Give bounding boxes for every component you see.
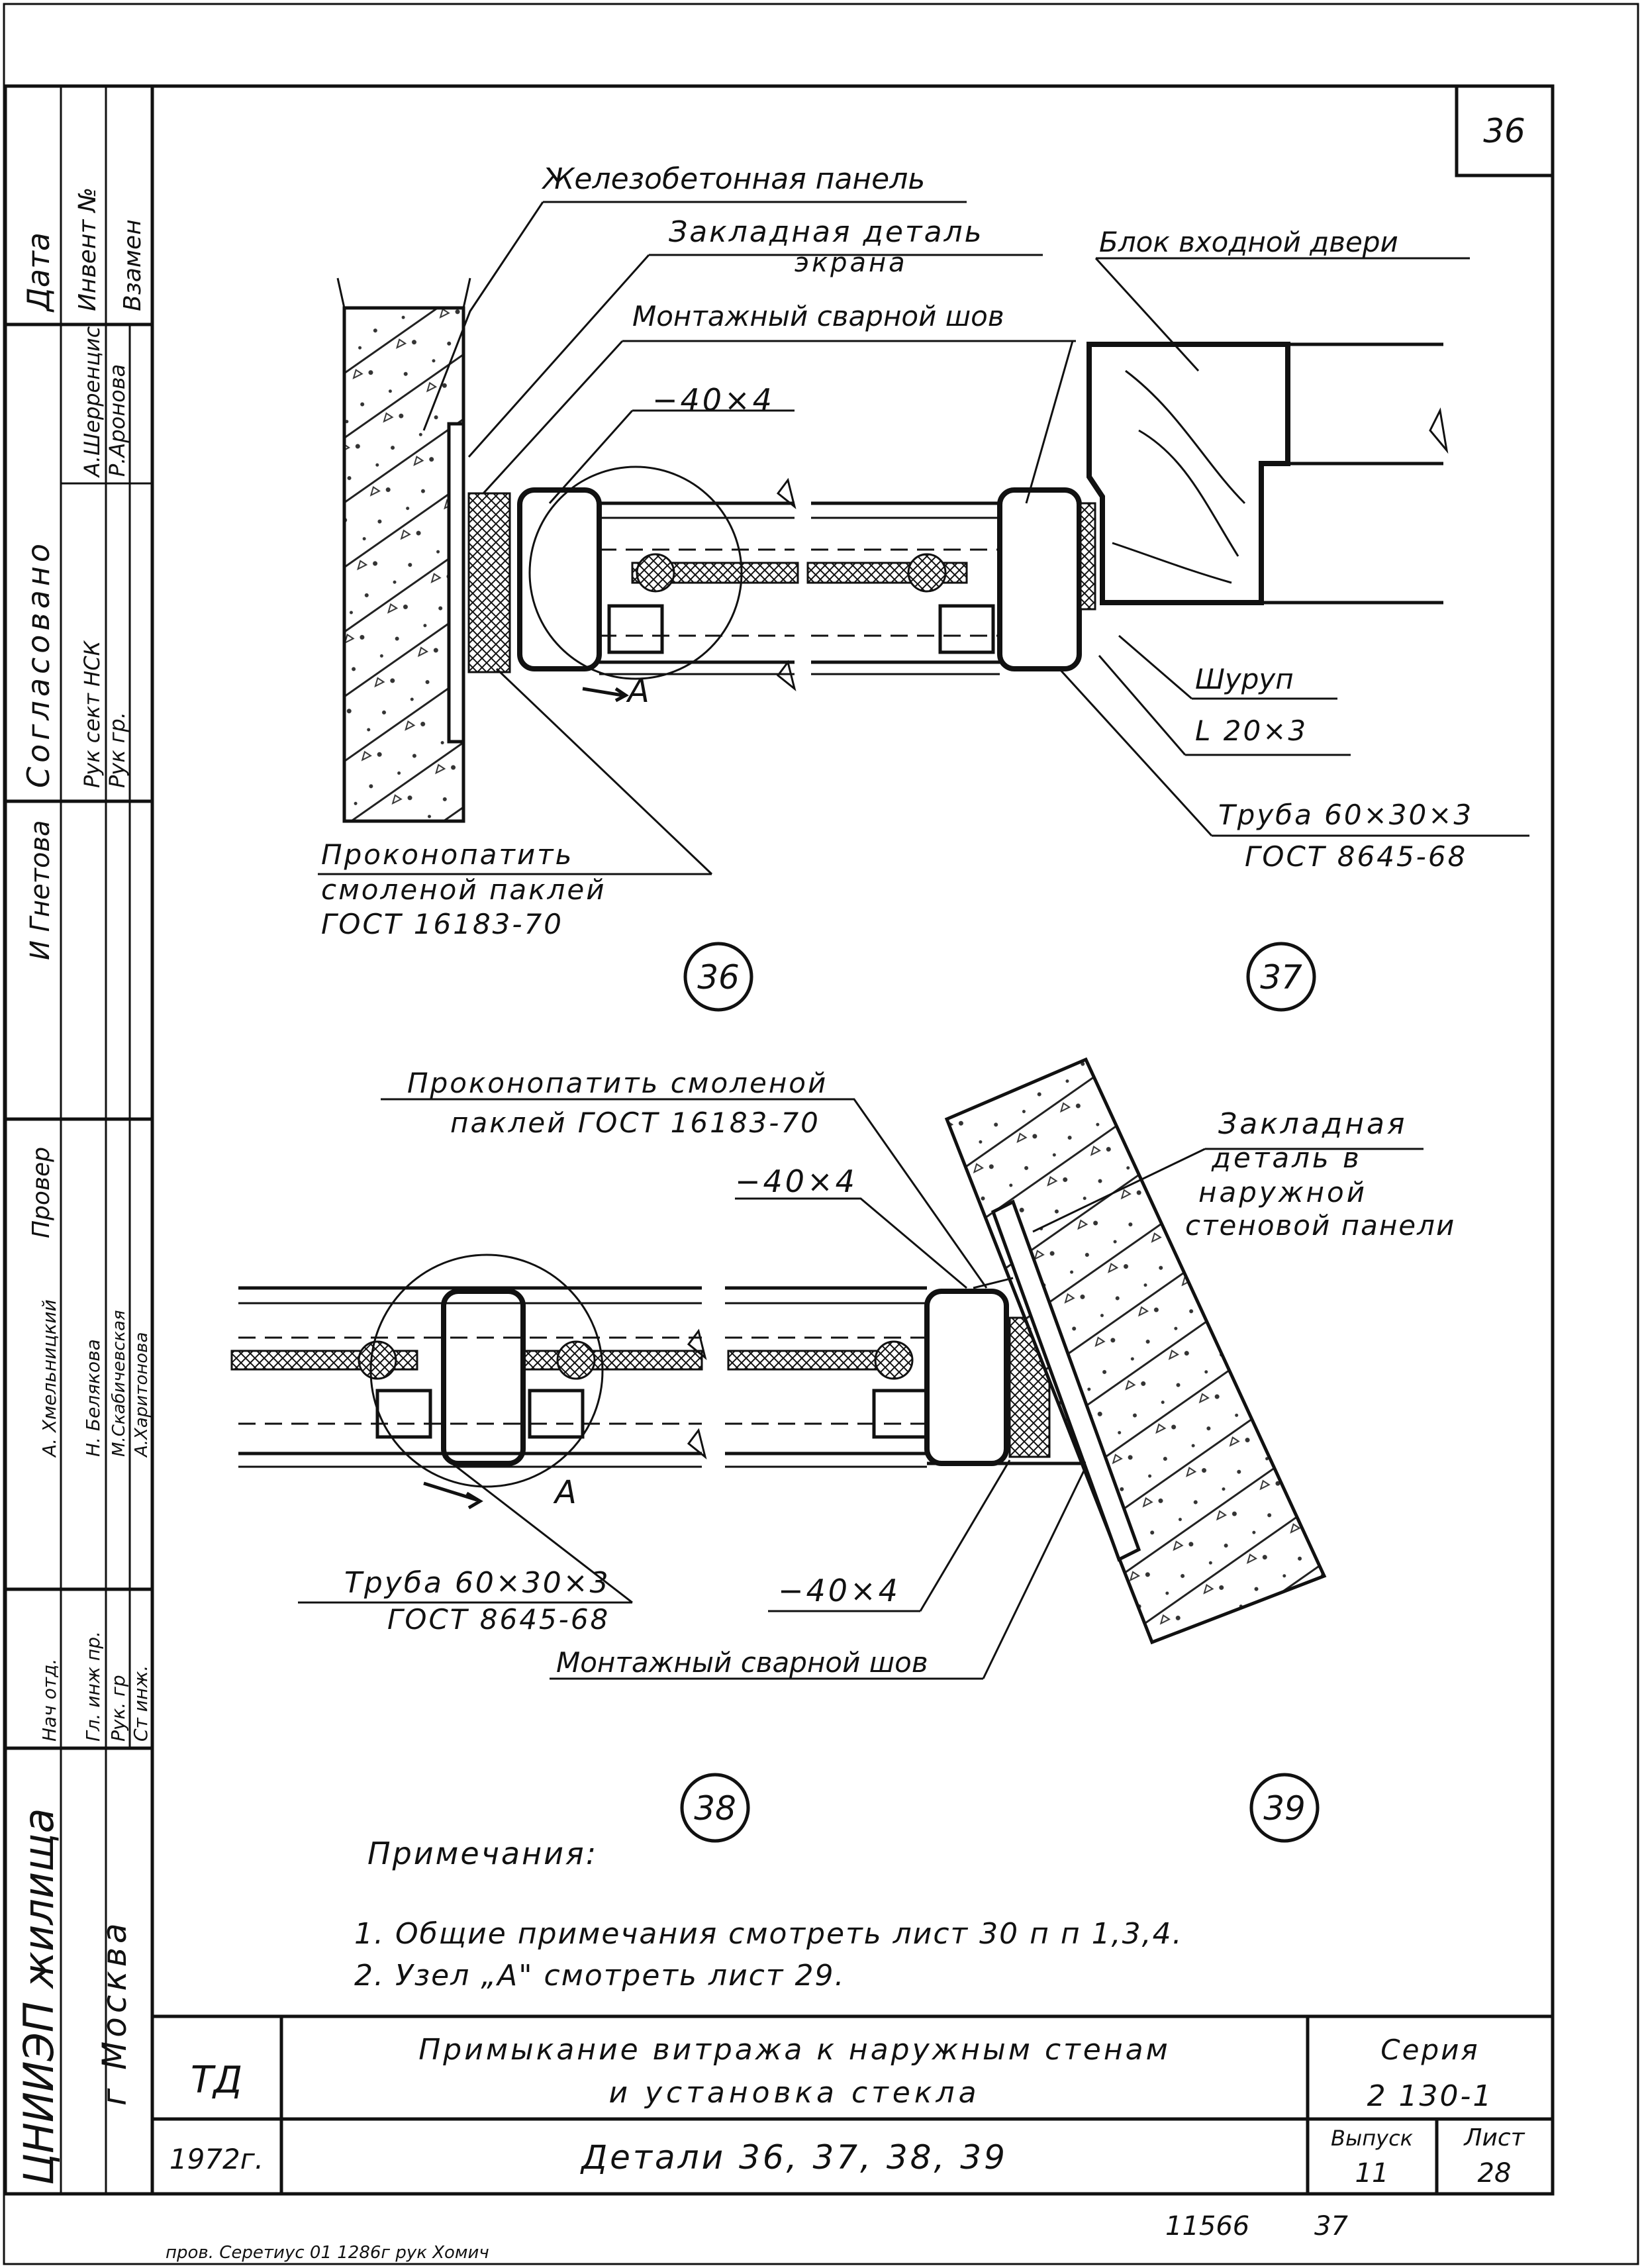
sidebar-role-4: Ст инж. (130, 1665, 152, 1742)
label-embedded-part: Закладная деталь (669, 215, 984, 249)
title-subtitle: Детали 36, 37, 38, 39 (580, 2138, 1008, 2177)
label-embed-39-2: деталь в (1211, 1142, 1362, 1174)
label-door-block: Блок входной двери (1099, 226, 1398, 258)
sidebar-org: ЦНИИЭП жилища (15, 1808, 63, 2185)
node-circle-36 (528, 466, 743, 680)
node-label-a-top: А (626, 673, 650, 710)
tube-left-36 (517, 487, 602, 671)
title-block: ТД 1972г. Примыкание витража к наружным … (150, 2014, 1555, 2196)
label-angle: L 20×3 (1195, 715, 1308, 747)
label-caulk-1: Проконопатить (321, 838, 573, 871)
marker-38-label: 38 (694, 1789, 736, 1828)
label-plate-bottom-39: −40×4 (778, 1573, 900, 1608)
sheet-number-box: 36 (1455, 84, 1555, 177)
label-tube-38-gost: ГОСТ 8645-68 (387, 1603, 610, 1636)
notes-title: Примечания: (367, 1836, 598, 1871)
marker-37: 37 (1246, 942, 1316, 1012)
sidebar-agreed-name-2: Р.Аронова (105, 364, 130, 477)
label-embedded-part-screen: экрана (795, 248, 908, 278)
sidebar-agreed: Согласовано (21, 540, 56, 788)
label-embed-39-1: Закладная (1218, 1107, 1407, 1141)
title-line-2: и установка стекла (608, 2076, 980, 2110)
sidebar-role-2: Гл. инж пр. (82, 1631, 104, 1742)
note-1: 1. Общие примечания смотреть лист 30 п п… (354, 1917, 1183, 1951)
notes: Примечания: 1. Общие примечания смотреть… (354, 1836, 1183, 1993)
title-line-1: Примыкание витража к наружным стенам (418, 2033, 1171, 2067)
marker-36-label: 36 (697, 958, 740, 997)
marker-39-label: 39 (1263, 1789, 1306, 1828)
door-block (1087, 342, 1290, 605)
tube-right-37 (997, 487, 1082, 671)
label-caulk-38-2: паклей ГОСТ 16183-70 (450, 1107, 820, 1139)
label-caulk-2: смоленой паклей (321, 873, 606, 906)
note-2: 2. Узел „А" смотреть лист 29. (354, 1959, 845, 1993)
sidebar-inventory: Инвент № (74, 187, 101, 311)
sheet-number-top: 36 (1483, 112, 1525, 150)
embedded-plate-39 (990, 1199, 1141, 1562)
label-caulk-3: ГОСТ 16183-70 (321, 908, 563, 940)
left-sidebar: Дата Инвент № Взамен Согласовано А.Шерре… (3, 84, 154, 2196)
sidebar-replaces: Взамен (119, 219, 146, 311)
sidebar-role-3: Рук. гр (107, 1675, 129, 1742)
sidebar-date: Дата (21, 232, 56, 313)
title-code: ТД (191, 2059, 242, 2102)
marker-39: 39 (1249, 1773, 1320, 1843)
sidebar-name-4: А.Харитонова (132, 1332, 152, 1458)
label-screw: Шуруп (1195, 663, 1294, 695)
marker-36: 36 (683, 942, 753, 1012)
node-circle-38 (369, 1254, 604, 1488)
issue-value: 11 (1355, 2158, 1389, 2189)
page-number: 37 (1314, 2211, 1348, 2242)
detail-38-39: Проконопатить смоленой паклей ГОСТ 16183… (230, 1057, 1455, 1843)
sidebar-agreed-name-1: А.Шерренцис (79, 326, 105, 478)
series-value: 2 130-1 (1367, 2079, 1494, 2113)
sidebar-name-2: Н. Белякова (82, 1339, 104, 1457)
sidebar-author: И Гнетова (25, 820, 56, 960)
sidebar-name-1: А. Хмельницкий (38, 1299, 60, 1458)
sheet-value: 28 (1478, 2158, 1512, 2189)
concrete-panel-left (342, 306, 465, 823)
issue-label: Выпуск (1331, 2126, 1414, 2151)
label-tube: Труба 60×30×3 (1218, 799, 1473, 831)
label-plate-top-39: −40×4 (735, 1163, 857, 1199)
doc-number: 11566 (1165, 2211, 1249, 2242)
label-embed-39-4: стеновой панели (1185, 1209, 1455, 1242)
bottom-handwriting: пров. Серетиус 01 1286г рук Хомич (166, 2243, 489, 2263)
label-plate-40x4: −40×4 (652, 382, 775, 418)
tube-38 (441, 1289, 526, 1466)
label-caulk-38-1: Проконопатить смоленой (407, 1067, 828, 1099)
glass-38-right (522, 1350, 703, 1371)
caulking-36 (467, 492, 511, 673)
label-tube-38: Труба 60×30×3 (344, 1566, 610, 1600)
label-weld-39: Монтажный сварной шов (556, 1646, 928, 1679)
sidebar-city: г Москва (95, 1919, 134, 2106)
tube-39 (924, 1289, 1009, 1466)
embedded-plate-36 (447, 422, 465, 744)
node-label-a-bottom: А (553, 1474, 577, 1511)
sheet-label: Лист (1463, 2124, 1525, 2151)
series-label: Серия (1380, 2034, 1479, 2066)
sidebar-agreed-role-2: Рук гр. (105, 712, 130, 788)
title-year: 1972г. (169, 2143, 264, 2175)
sidebar-role-1: Нач отд. (38, 1659, 60, 1742)
marker-37-label: 37 (1260, 958, 1302, 997)
label-embed-39-3: наружной (1198, 1176, 1367, 1208)
concrete-panel-inclined (944, 1057, 1327, 1645)
sidebar-checked: Провер (28, 1147, 55, 1238)
label-tube-gost: ГОСТ 8645-68 (1245, 840, 1467, 873)
marker-38: 38 (680, 1773, 750, 1843)
detail-36-37: Железобетонная панель Закладная деталь э… (318, 162, 1529, 1012)
label-concrete-panel: Железобетонная панель (541, 162, 925, 196)
sidebar-name-3: М.Скабичевская (109, 1310, 129, 1457)
label-weld-seam: Монтажный сварной шов (632, 300, 1004, 332)
sidebar-agreed-role-1: Рук сект НСК (79, 640, 105, 788)
